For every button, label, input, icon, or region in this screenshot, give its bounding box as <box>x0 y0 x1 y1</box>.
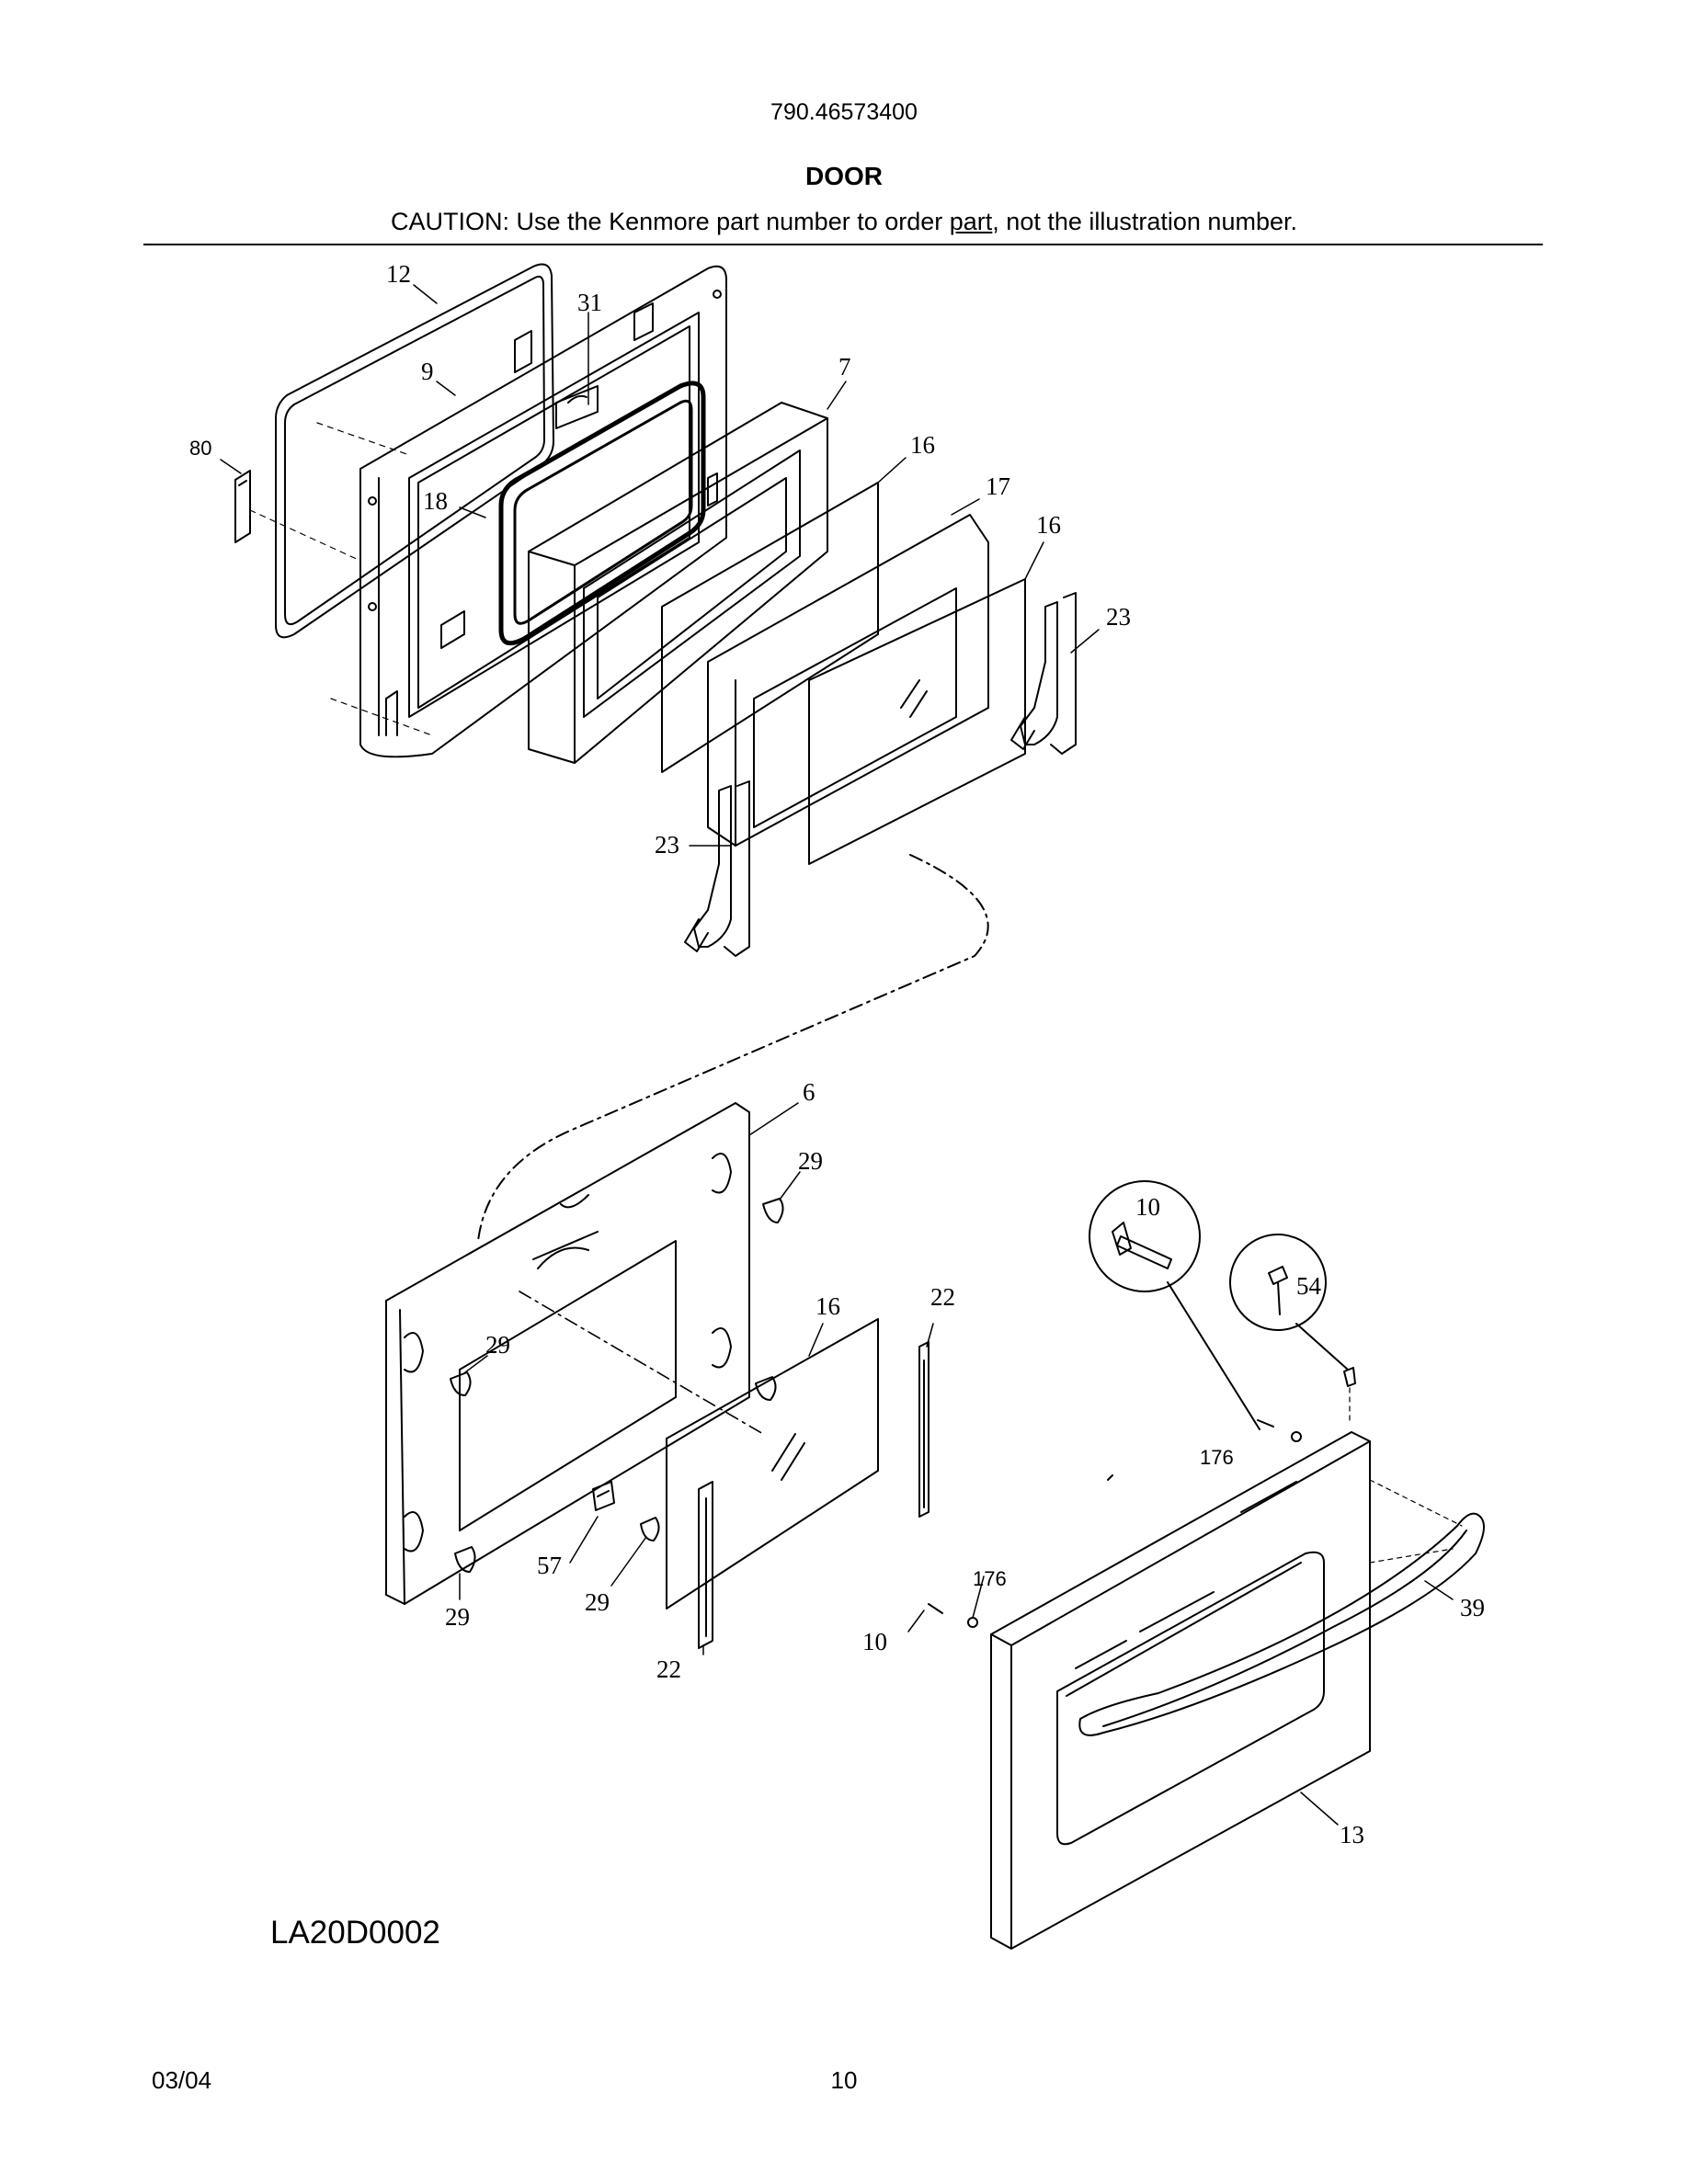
door-hinge-left <box>684 780 750 957</box>
callout-7: 7 <box>838 353 851 381</box>
label-plate <box>234 470 251 543</box>
glass-channel-right <box>918 1341 930 1518</box>
door-liner-panel <box>385 1102 750 1605</box>
callout-10-detail: 10 <box>1135 1193 1160 1221</box>
door-gasket <box>275 263 554 639</box>
caution-underlined: part <box>949 208 993 235</box>
caution-suffix: , not the illustration number. <box>992 208 1297 235</box>
callout-16-lower: 16 <box>815 1292 840 1320</box>
insulation-frame <box>528 402 828 764</box>
section-title: DOOR <box>805 162 883 190</box>
callout-17: 17 <box>986 472 1010 500</box>
callout-80: 80 <box>189 437 211 460</box>
lower-guide-lines <box>1349 1387 1463 1564</box>
page-number: 10 <box>830 2066 858 2094</box>
callout-16-top: 16 <box>910 431 935 459</box>
callout-54: 54 <box>1296 1272 1322 1300</box>
callout-176-left: 176 <box>973 1567 1007 1590</box>
window-pack-frame <box>707 514 989 847</box>
callout-6: 6 <box>803 1078 815 1106</box>
door-handle <box>1078 1512 1485 1736</box>
header-rule <box>143 244 1543 245</box>
callout-22-right: 22 <box>930 1283 955 1311</box>
lower-dashdot-line <box>519 1291 764 1435</box>
callout-10-lower: 10 <box>862 1628 887 1655</box>
callout-39: 39 <box>1460 1594 1485 1621</box>
callout-16-mid: 16 <box>1036 511 1061 539</box>
footer-date: 03/04 <box>152 2066 212 2094</box>
screw-detail-circle-10 <box>1089 1180 1260 1430</box>
callout-31: 31 <box>577 289 602 316</box>
connecting-line <box>477 854 989 1242</box>
model-number: 790.46573400 <box>770 99 918 125</box>
caution-note: CAUTION: Use the Kenmore part number to … <box>0 208 1688 236</box>
door-glass-lower <box>666 1318 879 1610</box>
glass-pane-inner <box>808 578 1026 865</box>
inner-door-panel <box>359 265 727 758</box>
callout-29-left: 29 <box>485 1331 510 1359</box>
callout-176-right: 176 <box>1200 1446 1234 1469</box>
callout-29-bottom-left: 29 <box>445 1603 470 1631</box>
callout-29-bottom: 29 <box>585 1588 610 1616</box>
callout-13: 13 <box>1340 1821 1364 1848</box>
callout-9: 9 <box>421 358 434 385</box>
window-gasket <box>498 381 706 646</box>
upper-guide-lines <box>249 422 433 736</box>
figure-code: LA20D0002 <box>270 1915 440 1951</box>
glass-pane-outer <box>661 482 879 773</box>
callout-22-left: 22 <box>656 1655 681 1683</box>
latch-bracket <box>555 385 599 429</box>
callout-18: 18 <box>423 487 448 515</box>
screw-detail-circle-54 <box>1229 1234 1349 1371</box>
door-plugs <box>450 1198 784 1573</box>
callout-29-top: 29 <box>798 1147 823 1175</box>
caution-prefix: CAUTION: Use the Kenmore part number to … <box>391 208 950 235</box>
callout-57: 57 <box>537 1552 562 1579</box>
leader-lines <box>220 284 1454 1826</box>
glass-channel-left <box>698 1481 713 1649</box>
callout-23-right: 23 <box>1106 603 1131 631</box>
callout-23-left: 23 <box>655 831 679 859</box>
door-hinge-right <box>1010 592 1077 755</box>
outer-door-panel <box>990 1431 1371 1950</box>
callout-12: 12 <box>386 260 411 288</box>
callout-labels: 12 31 9 7 80 18 16 17 16 23 23 6 29 29 2… <box>189 260 1485 1848</box>
small-fasteners <box>928 1367 1356 1628</box>
door-clip <box>592 1481 615 1511</box>
